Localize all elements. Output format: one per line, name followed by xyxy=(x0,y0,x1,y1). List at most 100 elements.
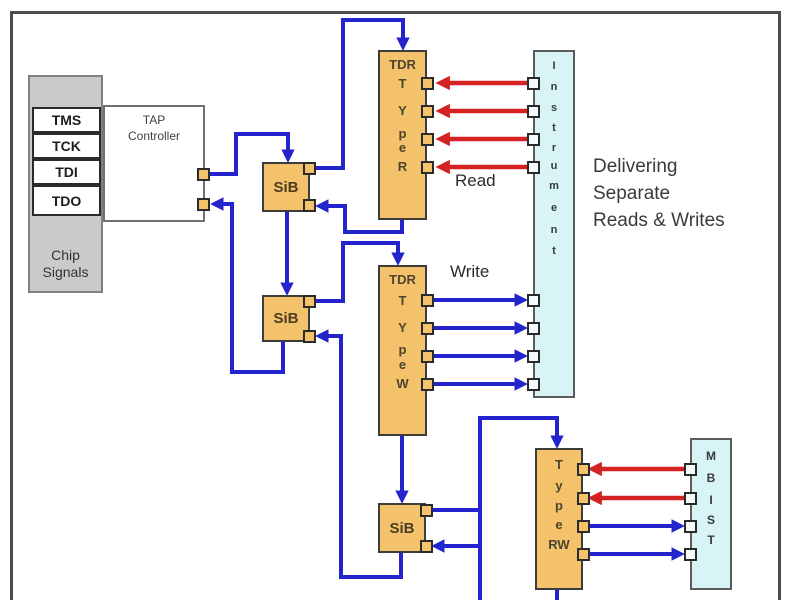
sib2-out-port xyxy=(303,295,316,308)
sib3-out-port xyxy=(420,504,433,517)
type-rw-letter: p xyxy=(555,498,563,513)
tap-tdi-port xyxy=(197,168,210,181)
instrument-port xyxy=(527,322,540,335)
instrument-letter: m xyxy=(549,180,559,192)
slide-border-left xyxy=(10,11,13,600)
sib1-out-port xyxy=(303,162,316,175)
tdr-w-port xyxy=(421,294,434,307)
type-rw-block: T y p e RW xyxy=(535,448,583,590)
mbist-letter: M xyxy=(706,449,716,463)
sib2-block: SiB xyxy=(262,295,310,342)
tdr-r-header: TDR xyxy=(389,57,416,72)
pin-cell-tck: TCK xyxy=(32,133,101,159)
tdr-w-letter: T xyxy=(398,293,407,308)
caption-line1: Delivering xyxy=(593,156,678,177)
tdr-w-port xyxy=(421,378,434,391)
sib2-label: SiB xyxy=(273,310,299,327)
type-rw-letter: RW xyxy=(548,537,570,552)
tdr-r-letter: T xyxy=(398,76,407,91)
instrument-letter: u xyxy=(550,160,558,172)
blue-scan-wires xyxy=(207,18,564,600)
tdr-w-letter: p xyxy=(398,342,407,357)
caption-line3: Reads & Writes xyxy=(593,210,725,231)
mbist-letter: B xyxy=(706,471,716,485)
instrument-letter: n xyxy=(550,81,558,93)
tap-label-line1: TAP xyxy=(142,113,166,127)
tdr-type-w-block: TDR T Y p e W xyxy=(378,265,427,436)
tdr-r-letter: p xyxy=(398,126,407,141)
tap-tdo-port xyxy=(197,198,210,211)
sib2-in-port xyxy=(303,330,316,343)
type-rw-port xyxy=(577,548,590,561)
read-label: Read xyxy=(455,171,496,190)
instrument-port xyxy=(527,133,540,146)
mbist-block: M B I S T xyxy=(690,438,732,590)
chip-caption-line2: Signals xyxy=(42,264,89,280)
instrument-port xyxy=(527,161,540,174)
type-rw-letter: y xyxy=(555,478,563,493)
slide-border-top xyxy=(10,11,781,14)
sib1-label: SiB xyxy=(273,178,299,196)
pin-cell-tms: TMS xyxy=(32,107,101,133)
type-rw-port xyxy=(577,520,590,533)
chip-signals-column: TMS TCK TDI TDO Chip Signals xyxy=(28,75,103,293)
pin-label-tms: TMS xyxy=(51,112,82,128)
tdr-w-port xyxy=(421,350,434,363)
mbist-port xyxy=(684,492,697,505)
chip-caption-line1: Chip xyxy=(51,247,80,263)
caption-line2: Separate xyxy=(593,183,671,204)
chip-signals-caption: Chip Signals xyxy=(30,247,101,281)
tap-controller-block: TAP Controller xyxy=(103,105,205,222)
write-label: Write xyxy=(450,262,490,281)
slide-border-right xyxy=(778,11,781,600)
tdr-r-letter: R xyxy=(397,159,408,174)
pin-cell-tdi: TDI xyxy=(32,159,101,185)
instrument-letter: n xyxy=(550,224,558,236)
sib1-block: SiB xyxy=(262,162,310,212)
tdr-w-letter: e xyxy=(398,357,407,372)
instrument-letter: r xyxy=(551,142,557,154)
sib3-label: SiB xyxy=(389,519,415,537)
instrument-letter: e xyxy=(550,202,558,214)
tdr-r-letter: Y xyxy=(398,103,407,118)
pin-cell-tdo: TDO xyxy=(32,185,101,216)
tdr-w-letter: Y xyxy=(398,320,407,335)
instrument-letter: s xyxy=(550,102,558,114)
tdr-r-port xyxy=(421,105,434,118)
instrument-letter: t xyxy=(552,122,556,134)
instrument-letter: I xyxy=(552,60,556,72)
instrument-block: I n s t r u m e n t xyxy=(533,50,575,398)
sib3-block: SiB xyxy=(378,503,426,553)
type-rw-port xyxy=(577,492,590,505)
mbist-port xyxy=(684,463,697,476)
mbist-port xyxy=(684,548,697,561)
blue-write-arrows xyxy=(433,293,685,561)
pin-label-tdo: TDO xyxy=(51,192,82,209)
type-rw-port xyxy=(577,463,590,476)
mbist-letter: T xyxy=(707,533,715,547)
caption-note: Delivering Separate Reads & Writes xyxy=(593,153,753,234)
instrument-port xyxy=(527,77,540,90)
instrument-port xyxy=(527,105,540,118)
pin-label-tck: TCK xyxy=(52,138,81,154)
type-rw-letter: T xyxy=(555,457,563,472)
tdr-type-r-block: TDR T Y p e R xyxy=(378,50,427,220)
instrument-port xyxy=(527,378,540,391)
tdr-w-letter: W xyxy=(396,376,409,391)
mbist-letter: S xyxy=(706,513,715,527)
type-rw-letter: e xyxy=(555,517,563,532)
tdr-r-letter: e xyxy=(398,140,407,155)
mbist-letter: I xyxy=(709,493,713,507)
instrument-port xyxy=(527,294,540,307)
sib3-in-port xyxy=(420,540,433,553)
mbist-port xyxy=(684,520,697,533)
instrument-letter: t xyxy=(552,245,556,257)
red-read-arrows xyxy=(435,75,684,506)
tdr-r-port xyxy=(421,77,434,90)
tdr-r-port xyxy=(421,161,434,174)
tdr-w-header: TDR xyxy=(389,272,416,287)
sib1-in-port xyxy=(303,199,316,212)
tap-label-line2: Controller xyxy=(127,129,181,143)
